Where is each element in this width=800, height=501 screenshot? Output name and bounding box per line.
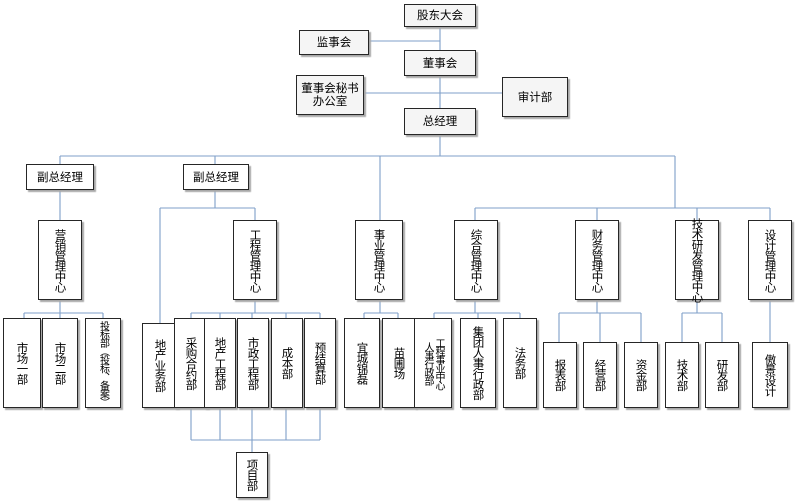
- vice-general-manager-2-label: 副总经理: [193, 169, 239, 184]
- board-of-directors-box: 董事会: [404, 50, 476, 76]
- real-estate-engineering-dept-label: 地产工程部: [213, 336, 228, 390]
- marketing-center-label: 营销管理中心: [53, 228, 68, 292]
- shareholders-meeting-label: 股东大会: [417, 8, 463, 22]
- yicheng-jinlei-box: 宜城锦磊: [344, 318, 380, 408]
- funds-dept-box: 资金部: [624, 342, 658, 408]
- vice-general-manager-1-box: 副总经理: [26, 164, 94, 190]
- real-estate-engineering-dept-box: 地产工程部: [204, 318, 236, 408]
- board-secretary-office-box: 董事会秘书 办公室: [296, 75, 364, 115]
- general-manager-box: 总经理: [404, 108, 476, 135]
- design-center-box: 设计管理中心: [748, 220, 792, 300]
- vice-general-manager-2-box: 副总经理: [183, 164, 249, 190]
- yicheng-jinlei-label: 宜城锦磊: [355, 342, 370, 384]
- market-dept-1-box: 市场一部: [3, 318, 41, 408]
- shareholders-meeting-box: 股东大会: [404, 4, 476, 27]
- audit-dept-box: 审计部: [502, 77, 568, 117]
- rd-dept-box: 研发部: [705, 342, 739, 408]
- municipal-engineering-dept-label: 市政工程部: [246, 336, 261, 390]
- rd-dept-label: 研发部: [715, 359, 730, 391]
- market-dept-2-label: 市场二部: [53, 342, 68, 384]
- tech-rd-center-label: 技术研发管理中心: [690, 218, 705, 302]
- board-secretary-office-label: 董事会秘书 办公室: [301, 81, 359, 108]
- funds-dept-label: 资金部: [634, 359, 649, 391]
- supervisory-board-box: 监事会: [299, 30, 369, 55]
- group-hr-admin-dept-label: 集团人事行政部: [471, 326, 486, 400]
- engineering-hr-admin-dept-label: 工程事业中心 人事行政部: [422, 337, 444, 389]
- operations-dept-label: 经营部: [593, 359, 608, 391]
- market-dept-2-box: 市场二部: [42, 318, 78, 408]
- project-dept-label: 项目部: [245, 459, 260, 491]
- procurement-contract-dept-label: 采购合约部: [184, 336, 199, 390]
- legal-dept-box: 法务部: [503, 318, 537, 408]
- supervisory-board-label: 监事会: [316, 35, 352, 49]
- settlement-dept-box: 预结算部: [304, 318, 336, 408]
- audit-dept-label: 审计部: [517, 89, 553, 104]
- procurement-contract-dept-box: 采购合约部: [174, 318, 208, 408]
- board-of-directors-label: 董事会: [422, 55, 458, 70]
- aojing-design-box: 傲景设计: [752, 342, 788, 408]
- engineering-hr-admin-dept-box: 工程事业中心 人事行政部: [414, 318, 452, 408]
- comprehensive-center-label: 综合管理中心: [469, 228, 484, 292]
- settlement-dept-label: 预结算部: [313, 342, 328, 384]
- design-center-label: 设计管理中心: [763, 228, 778, 292]
- marketing-center-box: 营销管理中心: [38, 220, 82, 300]
- bidding-dept-box: 投标部（投标、备案）: [85, 318, 121, 408]
- nursery-label: 苗圃场: [392, 347, 407, 379]
- real-estate-business-dept-label: 地产业务部: [153, 339, 168, 392]
- cost-dept-label: 成本部: [280, 347, 295, 379]
- market-dept-1-label: 市场一部: [15, 342, 30, 384]
- municipal-engineering-dept-box: 市政工程部: [237, 318, 269, 408]
- engineering-center-label: 工程管理中心: [248, 228, 263, 292]
- engineering-center-box: 工程管理中心: [233, 220, 277, 300]
- finance-center-box: 财务管理中心: [575, 220, 619, 300]
- business-center-box: 事业管理中心: [355, 220, 403, 300]
- business-center-label: 事业管理中心: [372, 228, 387, 292]
- group-hr-admin-dept-box: 集团人事行政部: [460, 318, 496, 408]
- technology-dept-box: 技术部: [665, 342, 699, 408]
- nursery-box: 苗圃场: [382, 318, 416, 408]
- vice-general-manager-1-label: 副总经理: [37, 169, 83, 184]
- comprehensive-center-box: 综合管理中心: [454, 220, 498, 300]
- report-dept-label: 报表部: [553, 359, 568, 391]
- tech-rd-center-box: 技术研发管理中心: [675, 218, 719, 302]
- aojing-design-label: 傲景设计: [763, 354, 778, 396]
- cost-dept-box: 成本部: [271, 318, 303, 408]
- report-dept-box: 报表部: [543, 342, 577, 408]
- project-dept-box: 项目部: [236, 452, 268, 498]
- general-manager-label: 总经理: [422, 114, 458, 128]
- finance-center-label: 财务管理中心: [590, 228, 605, 292]
- operations-dept-box: 经营部: [583, 342, 617, 408]
- real-estate-business-dept-box: 地产业务部: [142, 323, 178, 408]
- legal-dept-label: 法务部: [513, 347, 528, 379]
- bidding-dept-label: 投标部（投标、备案）: [97, 320, 109, 406]
- technology-dept-label: 技术部: [675, 359, 690, 391]
